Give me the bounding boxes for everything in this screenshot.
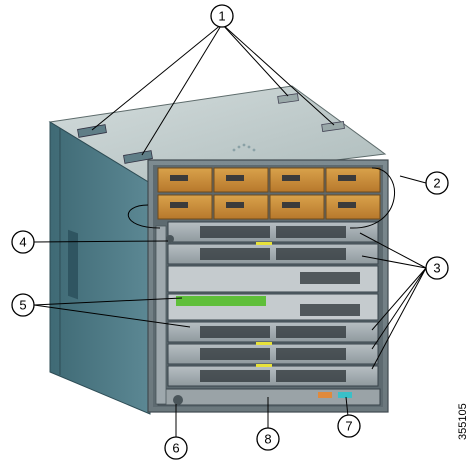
lifting-handle bbox=[321, 121, 345, 132]
callout-8-number: 8 bbox=[264, 432, 271, 447]
line-card bbox=[167, 343, 379, 365]
callout-3-number: 3 bbox=[433, 261, 440, 276]
callout-1-number: 1 bbox=[218, 9, 225, 24]
line-card bbox=[167, 365, 379, 387]
power-supply bbox=[213, 167, 269, 193]
callout-5: 5 bbox=[11, 293, 35, 317]
status-indicator bbox=[318, 392, 332, 398]
callout-1: 1 bbox=[210, 4, 234, 28]
power-supply-bays bbox=[157, 167, 381, 220]
line-card-slots bbox=[167, 221, 379, 387]
callout-4: 4 bbox=[11, 230, 35, 254]
callout-6: 6 bbox=[164, 436, 188, 460]
callout-5-number: 5 bbox=[19, 298, 26, 313]
esd-jack bbox=[338, 392, 352, 398]
callout-7: 7 bbox=[337, 414, 361, 438]
callout-2-number: 2 bbox=[433, 176, 440, 191]
callout-7-number: 7 bbox=[345, 419, 352, 434]
line-card bbox=[167, 243, 379, 265]
callout-2: 2 bbox=[425, 171, 449, 195]
callout-6-number: 6 bbox=[172, 441, 179, 456]
front-rail bbox=[155, 225, 167, 405]
power-supply bbox=[157, 167, 213, 193]
figure-id: 355105 bbox=[457, 403, 469, 440]
chassis-side-panel bbox=[49, 121, 151, 415]
leader-lines bbox=[33, 23, 427, 439]
lifting-handle bbox=[123, 150, 153, 164]
side-vent-slot bbox=[68, 229, 78, 300]
callout-3: 3 bbox=[425, 256, 449, 280]
callout-4-number: 4 bbox=[19, 235, 26, 250]
lifting-handle bbox=[77, 124, 107, 138]
logo-mark bbox=[232, 143, 256, 152]
callout-8: 8 bbox=[256, 427, 280, 451]
line-card bbox=[167, 221, 379, 243]
line-card bbox=[167, 321, 379, 343]
